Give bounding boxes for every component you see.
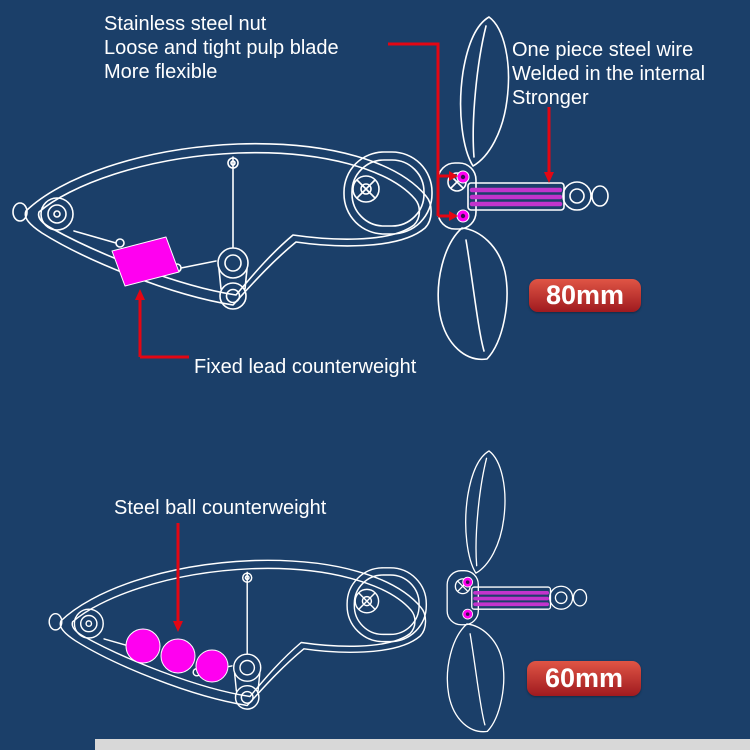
steel-ball-counterweight-3 [195,649,229,683]
callout-ball-arrow [173,523,183,632]
annotation-line: More flexible [104,61,218,83]
annotation-line: Loose and tight pulp blade [104,37,339,59]
lure-80mm [12,17,608,359]
callout-nut-bracket [388,42,458,221]
lure-body-60mm [48,559,428,710]
footer-strip [95,739,750,750]
callout-wire-arrow [544,107,554,183]
annotation-line: Stronger [512,87,589,109]
size-badge-60mm: 60mm [527,661,641,696]
steel-ball-counterweight-1 [125,628,161,664]
annotation-line: Stainless steel nut [104,13,267,35]
arrowhead-down [173,621,183,632]
callout-lead-arrow [135,289,189,359]
lure-60mm [48,449,589,734]
arrowhead-right [449,211,458,221]
arrowhead-right [449,171,458,181]
steel-ball-group [125,628,229,683]
lure-body-80mm [12,142,433,310]
annotation-steel-wire: One piece steel wire Welded in the inter… [512,38,705,110]
annotation-line: One piece steel wire [512,39,694,61]
annotation-fixed-lead: Fixed lead counterweight [194,356,417,378]
annotation-line: Welded in the internal [512,63,706,85]
arrowhead-down [544,172,554,183]
size-badge-80mm: 80mm [529,279,641,312]
annotation-nut-blade: Stainless steel nut Loose and tight pulp… [104,12,339,84]
callout-line [388,42,440,216]
arrowhead-up [135,289,145,300]
lead-counterweight [111,236,180,287]
annotation-steel-ball: Steel ball counterweight [114,497,327,519]
steel-ball-counterweight-2 [160,638,196,674]
lead-counterweight-group [111,236,180,287]
